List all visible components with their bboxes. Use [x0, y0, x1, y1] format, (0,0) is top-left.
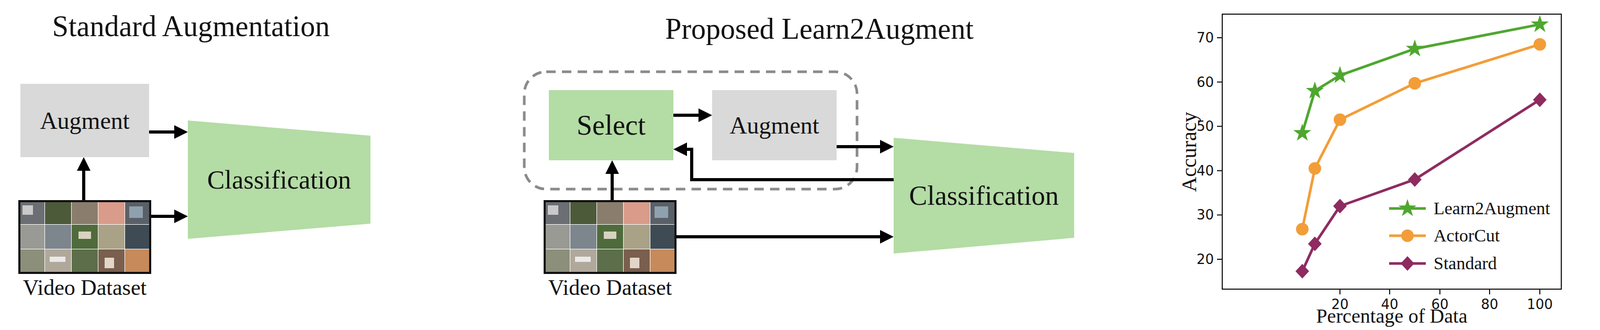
arrow-line — [836, 144, 881, 149]
node-label: Augment — [39, 106, 130, 135]
node-label: Classification — [909, 179, 1059, 211]
dataset-caption: Video Dataset — [23, 274, 148, 300]
node-label: Select — [576, 108, 646, 142]
arrow-line — [149, 130, 175, 134]
chart — [1217, 14, 1562, 295]
tick-label: 100 — [1526, 296, 1553, 312]
axis-title: Accuracy — [1176, 111, 1202, 192]
legend-text: Standard — [1433, 253, 1497, 274]
arrow-head — [174, 209, 188, 223]
dataset-caption: Video Dataset — [548, 274, 673, 300]
trapezoid-outline — [893, 137, 1075, 254]
tick-label: 80 — [1480, 296, 1498, 312]
panel-title: Proposed Learn2Augment — [665, 12, 974, 46]
arrow-connector — [836, 139, 894, 154]
arrow-head — [698, 108, 713, 122]
video-thumbnails — [543, 199, 677, 274]
arrow-line — [676, 234, 881, 239]
arrow-line — [82, 170, 86, 200]
arrow-head — [880, 139, 894, 154]
arrow-head — [76, 156, 91, 171]
arrow-connector — [76, 156, 91, 200]
legend-samples — [1389, 198, 1426, 271]
tick-label: 60 — [1196, 74, 1214, 90]
process-box: Augment — [20, 83, 150, 157]
arrow-connector — [676, 229, 894, 244]
classifier-trapezoid: Classification — [187, 120, 371, 239]
process-box: Select — [548, 89, 674, 161]
arrow-connector — [605, 160, 619, 200]
tick-label: 70 — [1196, 29, 1214, 46]
process-box: Augment — [712, 89, 837, 161]
tick-label: 20 — [1196, 251, 1214, 267]
arrow-head — [605, 160, 619, 174]
axis-title: Percentage of Data — [1315, 303, 1468, 328]
arrow-head — [673, 142, 687, 156]
video-thumbnails — [18, 199, 152, 274]
classifier-trapezoid: Classification — [893, 137, 1075, 254]
arrow-connector — [149, 125, 188, 139]
arrow-line — [610, 173, 614, 200]
dataset-image: Video Dataset — [18, 199, 152, 274]
trapezoid-outline — [187, 120, 371, 239]
arrow-connector — [673, 108, 713, 122]
legend-text: Learn2Augment — [1433, 198, 1551, 219]
node-label: Augment — [729, 111, 819, 140]
arrow-head — [174, 125, 188, 139]
arrow-line — [151, 214, 175, 218]
node-label: Classification — [207, 164, 352, 195]
dataset-image: Video Dataset — [543, 199, 677, 274]
arrow-head — [880, 229, 894, 244]
panel-title: Standard Augmentation — [52, 9, 330, 43]
tick-label: 30 — [1196, 206, 1214, 223]
legend-text: ActorCut — [1433, 225, 1501, 246]
arrow-line — [673, 113, 699, 117]
arrow-connector — [151, 209, 188, 223]
